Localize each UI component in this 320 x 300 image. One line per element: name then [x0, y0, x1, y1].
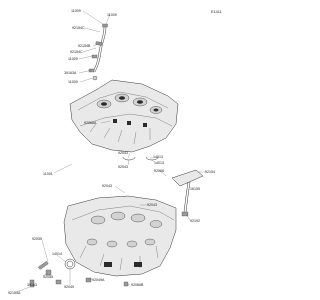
part-label: 92049A: [92, 278, 105, 282]
part-labels: 11009 11009 92154C 92154B 92154C 11009 3…: [8, 9, 215, 295]
part-label: 11009: [107, 13, 117, 17]
lower-crankcase: [63, 195, 177, 277]
part-label: 92049: [64, 285, 74, 289]
part-label: 14014: [52, 252, 62, 256]
part-label: 11009: [71, 9, 81, 13]
lower-case-bores: [86, 211, 163, 248]
crankcase-parts-diagram: E1411: [8, 9, 222, 295]
part-label: 92055: [32, 237, 42, 241]
part-label: 92154C: [70, 50, 83, 54]
part-label: 92066: [154, 169, 164, 173]
part-label: 92043: [102, 184, 112, 188]
part-label: 92066A: [84, 121, 97, 125]
part-label: 92154C: [72, 26, 85, 30]
part-label: 39163A: [64, 71, 77, 75]
part-label: 39163: [27, 283, 37, 287]
part-label: 92043: [147, 203, 157, 207]
seal-and-plugs: [29, 258, 129, 288]
part-label: 92154B: [78, 44, 91, 48]
part-label: 16155: [190, 187, 200, 191]
breather-pipe-assembly: [88, 23, 108, 81]
leader-lines: [15, 10, 205, 293]
part-label: 11009: [68, 57, 78, 61]
part-label: 92055: [43, 275, 53, 279]
part-label: 92043: [118, 165, 128, 169]
part-label: 92043: [118, 151, 128, 155]
part-label: 92154A: [8, 291, 21, 295]
part-label: 11001: [43, 172, 53, 176]
upper-case-ribs: [89, 119, 151, 145]
upper-case-bores: [96, 93, 163, 114]
figure-code: E1411: [211, 10, 222, 14]
part-label: 11009: [68, 80, 78, 84]
part-label: 92192: [190, 219, 200, 223]
lower-case-ribs: [79, 245, 159, 271]
part-label: 14013: [153, 155, 163, 159]
part-label: 92154: [205, 170, 215, 174]
part-label: 14013: [154, 161, 164, 165]
upper-crankcase: [69, 79, 179, 153]
part-label: 92066B: [131, 283, 144, 287]
oil-pipe-assembly: [171, 169, 204, 217]
